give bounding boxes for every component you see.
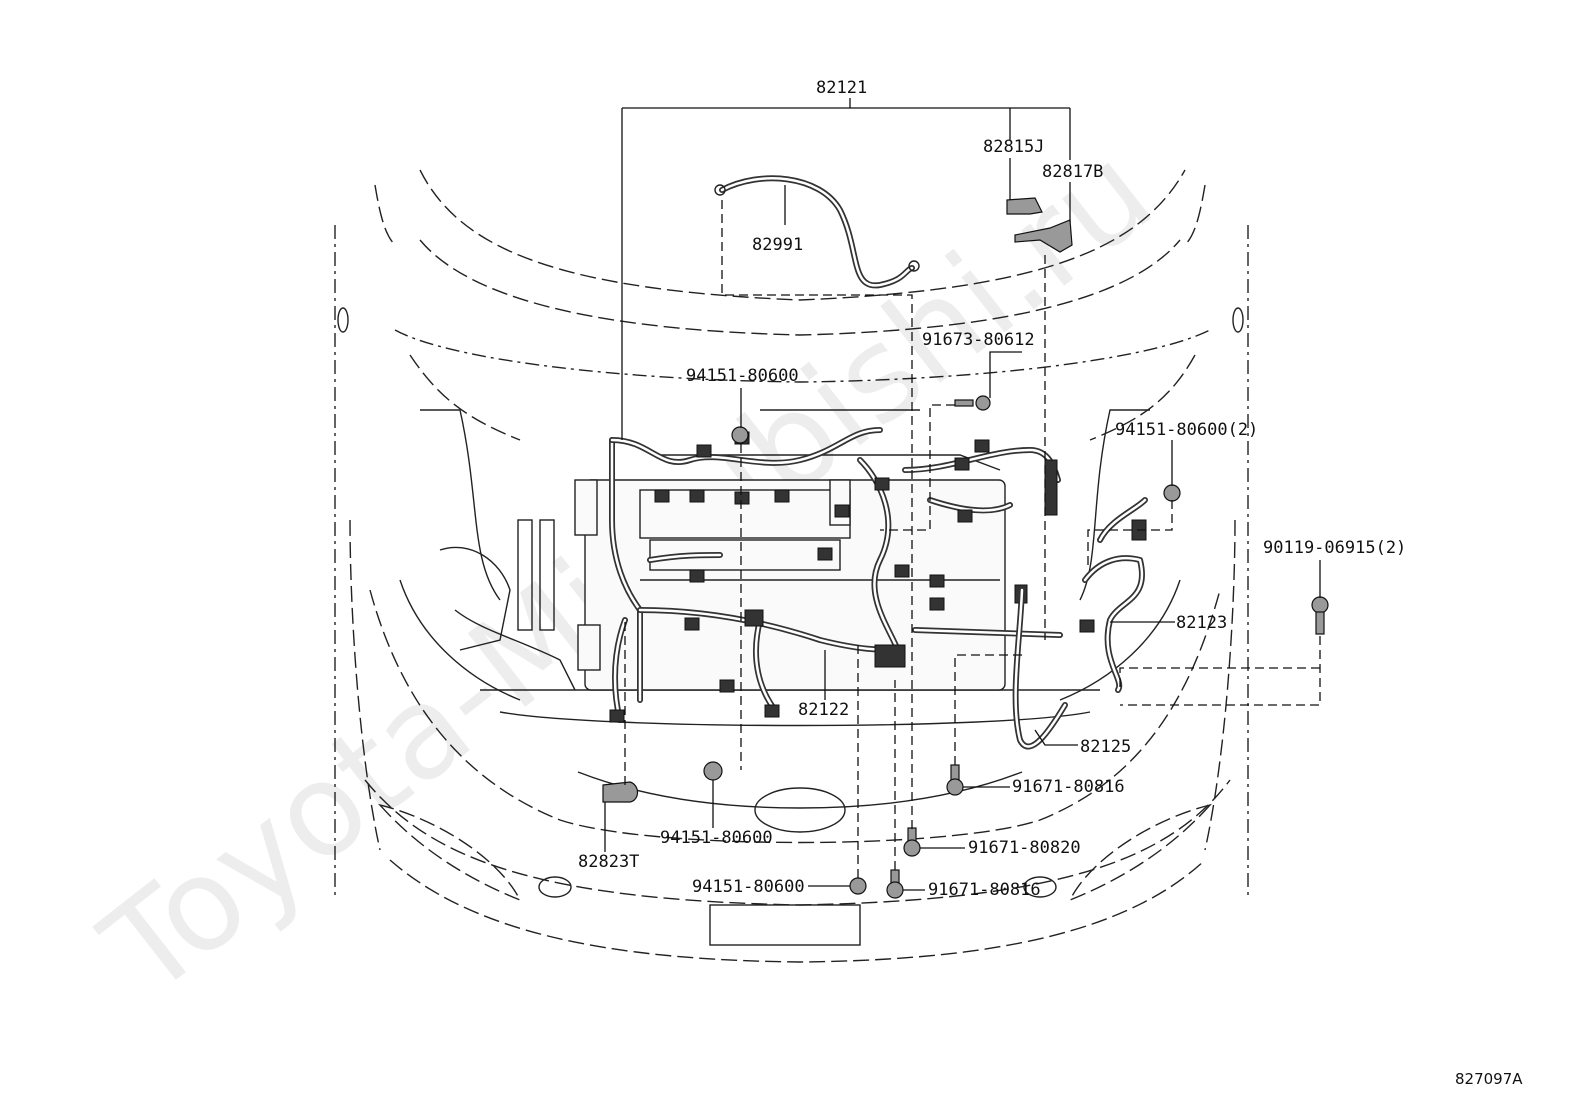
harness-82125: [1012, 587, 1068, 750]
label-91671-80816-a: 91671-80816: [1012, 777, 1125, 797]
brackets-82815J-82817B: [1006, 197, 1073, 253]
leader-lines: [604, 98, 1321, 891]
label-82991: 82991: [752, 235, 803, 255]
label-82815J: 82815J: [983, 137, 1044, 157]
cable-82991: [714, 175, 920, 289]
label-82122: 82122: [798, 700, 849, 720]
vehicle-body-outline: [334, 169, 1249, 963]
catalog-number: 827097A: [1455, 1070, 1523, 1088]
label-94151-80600-top: 94151-80600: [686, 366, 799, 386]
label-90119-06915-2: 90119-06915(2): [1263, 538, 1406, 558]
label-94151-80600-bot: 94151-80600: [692, 877, 805, 897]
label-94151-80600-mid: 94151-80600: [660, 828, 773, 848]
label-91673-80612: 91673-80612: [922, 330, 1035, 350]
harness-82123: [1082, 497, 1148, 693]
label-82823T: 82823T: [578, 852, 639, 872]
label-91671-80816-b: 91671-80816: [928, 880, 1041, 900]
label-82125: 82125: [1080, 737, 1131, 757]
label-94151-80600-2: 94151-80600(2): [1115, 420, 1258, 440]
engine-block: [574, 409, 1006, 691]
label-82121: 82121: [816, 78, 867, 98]
part-labels: 82121 82815J 82817B 82991 91673-80612 94…: [578, 78, 1406, 900]
label-82817B: 82817B: [1042, 162, 1103, 182]
fasteners: [602, 395, 1329, 899]
left-engine-bay-components: [439, 519, 576, 691]
label-82123: 82123: [1176, 613, 1227, 633]
label-91671-80820: 91671-80820: [968, 838, 1081, 858]
